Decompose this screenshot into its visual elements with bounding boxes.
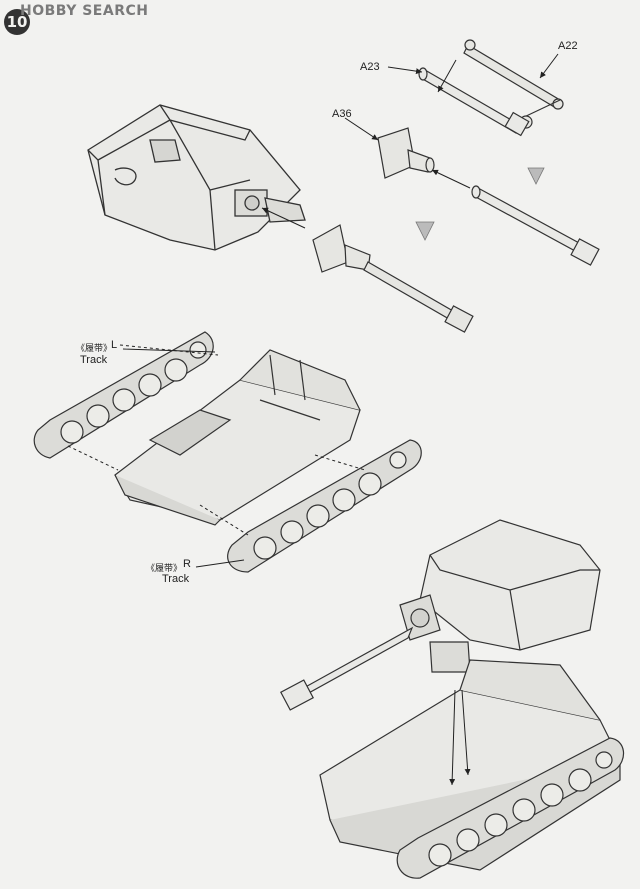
step-number: 10 <box>6 13 28 31</box>
assembly-arrows-middle <box>67 344 366 536</box>
assembled-vehicle-track <box>396 737 624 879</box>
part-label-a22: A22 <box>558 40 578 52</box>
assembled-vehicle <box>280 519 621 871</box>
part-a36-mantlet <box>377 127 435 179</box>
assembled-barrel-upper <box>471 185 600 266</box>
part-label-a36: A36 <box>332 108 352 120</box>
track-right-chinese: 《履带》 <box>146 563 183 573</box>
chassis-hull <box>114 349 361 526</box>
track-left-chinese: 《履带》 <box>76 343 113 353</box>
superstructure-part <box>87 104 306 251</box>
track-right-name: Track <box>162 573 190 585</box>
right-track-assembly <box>227 439 422 573</box>
part-label-a23: A23 <box>360 61 380 73</box>
track-left-side: L <box>111 339 118 351</box>
part-a23-barrel <box>418 67 530 137</box>
assembly-arrows-lower <box>449 689 471 786</box>
track-right-side: R <box>183 558 191 570</box>
label-leader-lines <box>122 348 245 568</box>
assembly-arrows-upper <box>261 53 559 229</box>
track-left-name: Track <box>80 354 108 366</box>
step-number-badge: 10 <box>4 9 30 35</box>
assembled-gun-with-mantlet <box>312 224 474 333</box>
watermark-text: HOBBY SEARCH <box>20 3 149 19</box>
left-track-assembly <box>33 331 214 459</box>
direction-indicator-icon <box>415 167 545 241</box>
